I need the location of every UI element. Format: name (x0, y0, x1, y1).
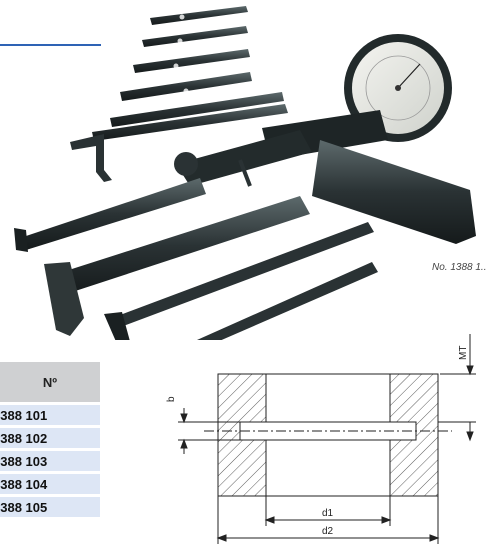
extension-plates (92, 6, 288, 141)
table-header: Nº (0, 362, 100, 402)
table-row: 1388 102 (0, 428, 100, 448)
table-row: 1388 101 (0, 405, 100, 425)
mt-label: MT (458, 346, 469, 360)
photo-caption: No. 1388 1.. (432, 262, 487, 273)
product-photo (14, 6, 476, 340)
table-row: 1388 104 (0, 474, 100, 494)
part-number: 1388 102 (0, 430, 48, 446)
part-number: 1388 105 (0, 499, 48, 515)
b-label: b (166, 396, 177, 402)
table-row: 1388 105 (0, 497, 100, 517)
table-row: 1388 103 (0, 451, 100, 471)
d2-label: d2 (322, 526, 334, 537)
part-number: 1388 101 (0, 407, 48, 423)
part-number: 1388 104 (0, 476, 48, 492)
part-number: 1388 103 (0, 453, 48, 469)
accent-line (0, 44, 101, 46)
technical-drawing: MT b d1 d2 (166, 334, 476, 544)
part-number-table: Nº 1388 101 1388 102 1388 103 1388 104 1… (0, 362, 100, 517)
d1-label: d1 (322, 508, 334, 519)
